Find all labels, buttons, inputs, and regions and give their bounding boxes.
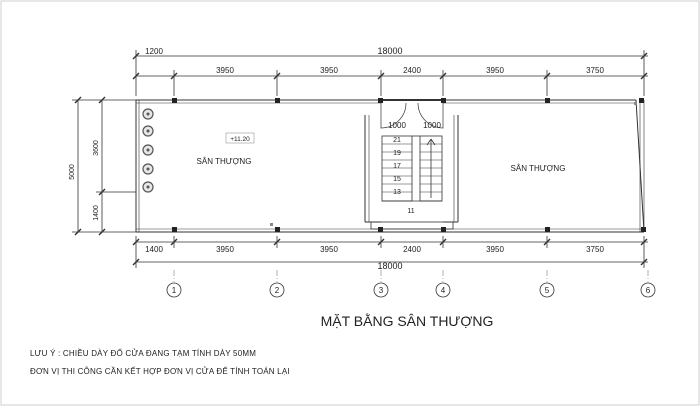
stair-step-19: 19 — [393, 150, 401, 157]
stair-door-right-width: 1000 — [423, 121, 441, 130]
bottom-span-4: 3950 — [486, 245, 504, 254]
grid-axis-5: 5 — [545, 286, 550, 295]
stair-step-15: 15 — [393, 176, 401, 183]
structural-columns — [172, 98, 646, 232]
top-dimension-chain — [132, 50, 648, 96]
room-label-left: SÂN THƯỢNG — [197, 157, 252, 166]
top-span-2: 3950 — [320, 66, 338, 75]
bottom-span-2: 3950 — [320, 245, 338, 254]
top-span-3: 2400 — [403, 66, 421, 75]
top-total-dimension: 18000 — [377, 46, 402, 56]
level-tag-box — [225, 132, 255, 144]
stair-step-17: 17 — [393, 163, 401, 170]
left-total-dimension: 5000 — [69, 164, 76, 180]
bottom-span-3: 2400 — [403, 245, 421, 254]
stair-step-21: 21 — [393, 137, 401, 144]
grid-axis-1: 1 — [172, 286, 177, 295]
note-line-2: ĐƠN VỊ THI CÔNG CẦN KẾT HỢP ĐƠN VỊ CỬA Đ… — [30, 367, 290, 376]
top-span-5: 3750 — [586, 66, 604, 75]
grid-axis-3: 3 — [379, 286, 384, 295]
plan-walls — [135, 99, 645, 233]
grid-axis-bubbles — [166, 282, 656, 298]
grid-axis-4: 4 — [441, 286, 446, 295]
top-span-4: 3950 — [486, 66, 504, 75]
stair-step-13: 13 — [393, 189, 401, 196]
stair-landing-number: 11 — [407, 208, 414, 215]
roof-drains — [142, 108, 154, 193]
note-line-1: LƯU Ý : CHIỀU DÀY ĐỔ CỬA ĐANG TẠM TÍNH D… — [30, 349, 257, 358]
top-span-1: 3950 — [216, 66, 234, 75]
bottom-dimension-chain — [132, 236, 648, 268]
top-left-offset-dimension: 1200 — [145, 47, 163, 56]
bottom-total-dimension: 18000 — [377, 261, 402, 271]
grid-axis-6: 6 — [646, 286, 651, 295]
left-dimension-chain — [72, 96, 136, 236]
level-tag: +11.20 — [230, 136, 250, 143]
bottom-span-1: 3950 — [216, 245, 234, 254]
stair-door-left-width: 1000 — [388, 121, 406, 130]
stair-direction-arrow — [426, 138, 436, 198]
grid-axis-2: 2 — [275, 286, 280, 295]
left-upper-dimension: 3600 — [93, 140, 100, 156]
floor-drain-markers — [270, 102, 637, 226]
drawing-title: MẶT BẰNG SÂN THƯỢNG — [321, 312, 494, 329]
grid-axis-lines — [173, 270, 649, 282]
bottom-left-offset-dimension: 1400 — [145, 245, 163, 254]
bottom-span-5: 3750 — [586, 245, 604, 254]
room-label-right: SÂN THƯỢNG — [511, 164, 566, 173]
left-lower-dimension: 1400 — [93, 205, 100, 221]
